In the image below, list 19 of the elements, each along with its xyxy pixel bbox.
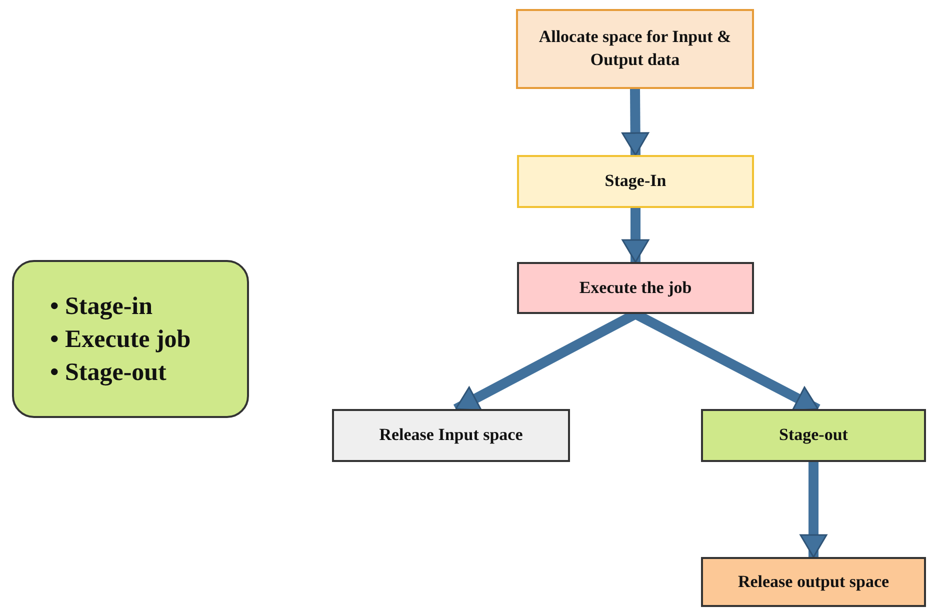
bullet-item: • Stage-in bbox=[50, 292, 153, 322]
box-label: Execute the job bbox=[578, 276, 693, 299]
summary-card bbox=[12, 260, 249, 418]
process-box bbox=[516, 9, 754, 89]
bullet-item: • Stage-out bbox=[50, 358, 166, 388]
box-label: Stage-In bbox=[604, 170, 668, 192]
box-label: Release output space bbox=[736, 570, 890, 593]
process-box bbox=[701, 409, 926, 462]
bullet-item: • Execute job bbox=[50, 324, 191, 354]
arrow bbox=[800, 462, 828, 558]
process-box bbox=[517, 155, 754, 208]
arrow bbox=[622, 88, 650, 156]
arrow bbox=[622, 208, 650, 263]
process-box bbox=[701, 557, 926, 607]
box-label: Release Input space bbox=[378, 424, 524, 446]
box-label: Stage-out bbox=[778, 424, 849, 446]
box-label: Allocate space for Input & Output data bbox=[538, 26, 732, 71]
process-box bbox=[517, 262, 754, 314]
process-box bbox=[332, 409, 570, 462]
